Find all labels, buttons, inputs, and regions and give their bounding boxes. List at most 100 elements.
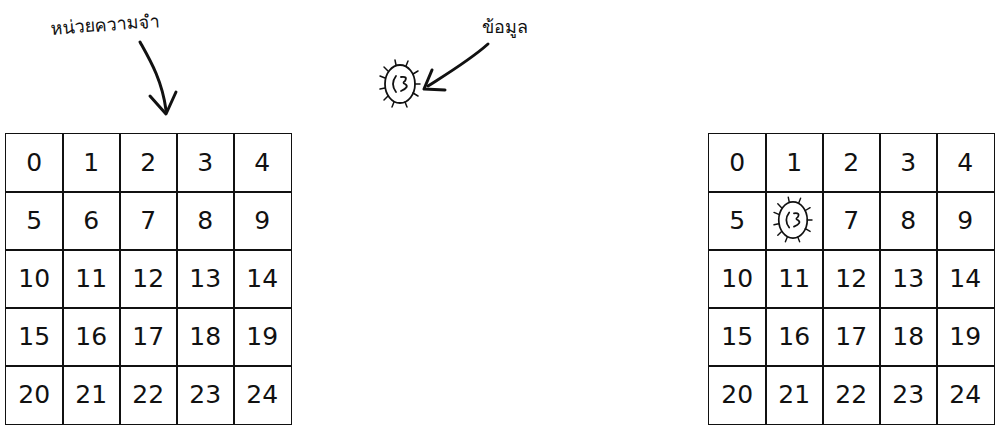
memory-cell: 15 — [708, 307, 767, 367]
cell-number: 21 — [75, 382, 107, 407]
memory-cell: 2 — [822, 133, 881, 193]
cell-number: 11 — [778, 266, 810, 291]
cell-number: 24 — [949, 382, 981, 407]
memory-cell: 14 — [233, 249, 292, 309]
cell-number: 11 — [75, 266, 107, 291]
cell-number: 6 — [83, 208, 99, 233]
cell-number: 24 — [246, 382, 278, 407]
memory-cell: 19 — [936, 307, 995, 367]
cell-number: 14 — [246, 266, 278, 291]
memory-cell: 11 — [765, 249, 824, 309]
cell-number: 19 — [949, 324, 981, 349]
cell-number: 15 — [18, 324, 50, 349]
cell-number: 7 — [140, 208, 156, 233]
cell-number: 13 — [892, 266, 924, 291]
cell-number: 9 — [254, 208, 270, 233]
memory-cell: 5 — [5, 191, 64, 251]
cell-number: 4 — [254, 150, 270, 175]
arrow-head — [424, 70, 445, 90]
memory-cell: 7 — [119, 191, 178, 251]
memory-cell: 21 — [765, 365, 824, 425]
cell-number: 21 — [778, 382, 810, 407]
memory-cell: 24 — [233, 365, 292, 425]
memory-cell: 9 — [936, 191, 995, 251]
memory-cell: 15 — [5, 307, 64, 367]
memory-cell: 22 — [822, 365, 881, 425]
cell-number: 16 — [778, 324, 810, 349]
cell-number: 20 — [18, 382, 50, 407]
memory-cell: 5 — [708, 191, 767, 251]
memory-cell: 1 — [62, 133, 121, 193]
memory-cell: 23 — [176, 365, 235, 425]
cell-number: 4 — [957, 150, 973, 175]
memory-cell: 19 — [233, 307, 292, 367]
memory-cell: 3 — [176, 133, 235, 193]
cell-number: 23 — [189, 382, 221, 407]
cell-number: 18 — [189, 324, 221, 349]
cell-number: 8 — [197, 208, 213, 233]
memory-cell: 16 — [765, 307, 824, 367]
data-icon — [774, 197, 812, 242]
memory-cell: 4 — [233, 133, 292, 193]
cell-number: 7 — [843, 208, 859, 233]
cell-number: 8 — [900, 208, 916, 233]
memory-cell: 8 — [879, 191, 938, 251]
memory-cell: 20 — [708, 365, 767, 425]
cell-number: 5 — [729, 208, 745, 233]
memory-cell: 12 — [119, 249, 178, 309]
cell-number: 12 — [132, 266, 164, 291]
memory-cell: 18 — [176, 307, 235, 367]
cell-number: 2 — [140, 150, 156, 175]
data-icon — [380, 60, 420, 107]
cell-number: 18 — [892, 324, 924, 349]
cell-number: 0 — [729, 150, 745, 175]
memory-cell: 11 — [62, 249, 121, 309]
cell-number: 0 — [26, 150, 42, 175]
memory-cell: 16 — [62, 307, 121, 367]
memory-cell: 7 — [822, 191, 881, 251]
memory-cell: 21 — [62, 365, 121, 425]
cell-number: 1 — [83, 150, 99, 175]
memory-cell: 13 — [879, 249, 938, 309]
memory-cell: 23 — [879, 365, 938, 425]
memory-cell: 8 — [176, 191, 235, 251]
cell-number: 10 — [18, 266, 50, 291]
memory-cell: 18 — [879, 307, 938, 367]
cell-number: 17 — [132, 324, 164, 349]
memory-cell: 3 — [879, 133, 938, 193]
memory-cell: 12 — [822, 249, 881, 309]
memory-label: หน่วยความจำ — [49, 6, 161, 43]
cell-number: 20 — [721, 382, 753, 407]
data-label: ข้อมูล — [482, 12, 528, 41]
memory-cell: 10 — [5, 249, 64, 309]
memory-cell: 22 — [119, 365, 178, 425]
cell-number: 3 — [197, 150, 213, 175]
cell-number: 5 — [26, 208, 42, 233]
cell-number: 16 — [75, 324, 107, 349]
memory-cell: 4 — [936, 133, 995, 193]
cell-number: 3 — [900, 150, 916, 175]
cell-number: 15 — [721, 324, 753, 349]
memory-cell — [765, 191, 824, 251]
pointer-arrow — [428, 44, 488, 86]
cell-number: 12 — [835, 266, 867, 291]
memory-cell: 6 — [62, 191, 121, 251]
memory-cell: 1 — [765, 133, 824, 193]
cell-number: 1 — [786, 150, 802, 175]
cell-number: 10 — [721, 266, 753, 291]
cell-number: 17 — [835, 324, 867, 349]
cell-number: 22 — [132, 382, 164, 407]
memory-cell: 13 — [176, 249, 235, 309]
memory-cell: 0 — [5, 133, 64, 193]
memory-cell: 9 — [233, 191, 292, 251]
cell-number: 22 — [835, 382, 867, 407]
memory-cell: 14 — [936, 249, 995, 309]
cell-number: 2 — [843, 150, 859, 175]
memory-cell: 24 — [936, 365, 995, 425]
memory-cell: 2 — [119, 133, 178, 193]
arrow-head — [150, 92, 176, 114]
cell-number: 14 — [949, 266, 981, 291]
cell-number: 19 — [246, 324, 278, 349]
memory-cell: 0 — [708, 133, 767, 193]
